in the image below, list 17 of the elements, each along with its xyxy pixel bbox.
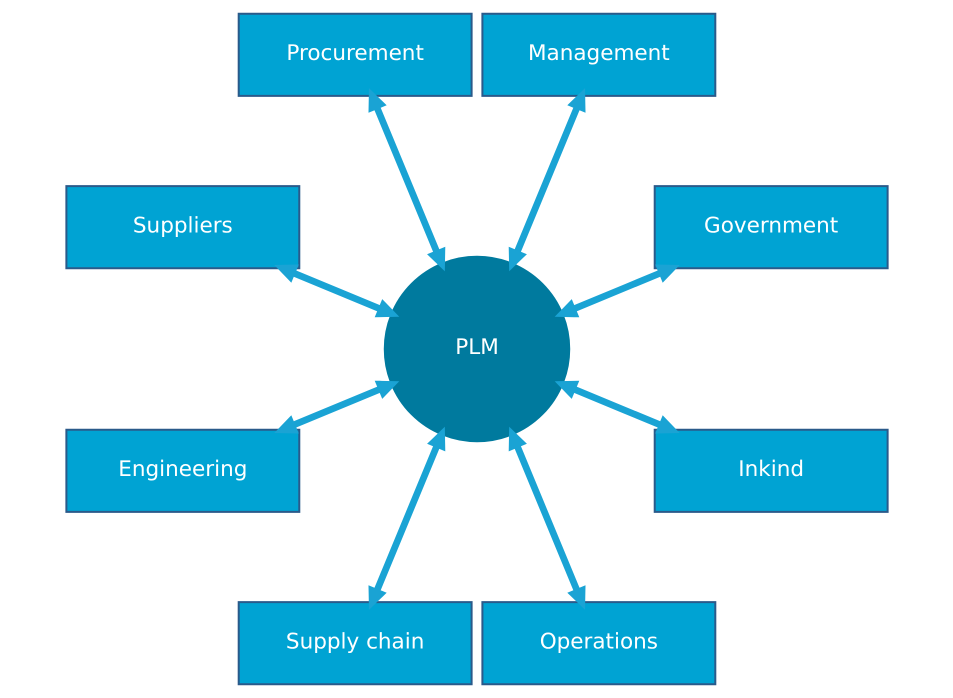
node-box: Inkind [653, 428, 888, 513]
node-box: Suppliers [64, 185, 300, 270]
arrow [274, 264, 399, 318]
node-box: Engineering [64, 428, 300, 513]
node-box: Procurement [237, 12, 472, 97]
arrow [508, 88, 585, 272]
node-box: Operations [480, 601, 716, 686]
node-box: Management [480, 12, 716, 97]
node-box: Supply chain [237, 601, 472, 686]
arrow [554, 264, 680, 318]
arrow [368, 426, 445, 610]
arrow [508, 426, 585, 610]
arrow [554, 380, 680, 434]
arrow [368, 88, 445, 272]
node-box: Government [653, 185, 888, 270]
node-circle: PLM [383, 256, 570, 442]
arrow [274, 380, 399, 434]
